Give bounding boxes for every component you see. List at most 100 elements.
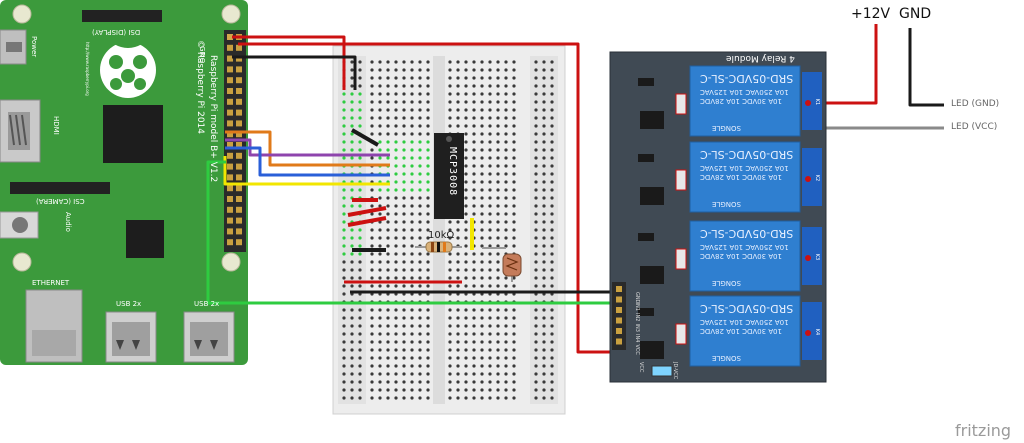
breadboard-hole [496, 356, 500, 360]
breadboard-hole [456, 388, 460, 392]
breadboard-hole [542, 372, 546, 376]
gpio-pin [227, 66, 233, 73]
breadboard-hole [480, 372, 484, 376]
pi-usb-label-1: USB 2x [116, 300, 142, 308]
breadboard-hole [350, 340, 354, 344]
breadboard-hole [488, 380, 492, 384]
breadboard-hole [402, 348, 406, 352]
breadboard-hole [370, 364, 374, 368]
breadboard-hole [358, 324, 362, 328]
breadboard-hole [456, 340, 460, 344]
breadboard-hole [550, 132, 554, 136]
breadboard-hole [350, 364, 354, 368]
breadboard-hole [378, 260, 382, 264]
breadboard-hole [488, 124, 492, 128]
pi-hdmi-label: HDMI [52, 116, 60, 135]
smd-component [638, 308, 654, 316]
breadboard-hole [402, 68, 406, 72]
breadboard-hole [512, 204, 516, 208]
breadboard-hole [350, 380, 354, 384]
breadboard-hole [464, 244, 468, 248]
lan-chip [126, 220, 164, 258]
breadboard-hole [386, 244, 390, 248]
breadboard-hole [504, 396, 508, 400]
breadboard-hole [464, 276, 468, 280]
breadboard-hole [512, 348, 516, 352]
gpio-pin [236, 66, 242, 73]
breadboard-hole [534, 316, 538, 320]
breadboard-hole [370, 156, 374, 160]
relay-pin-label: IN1 [634, 303, 640, 311]
breadboard-hole [378, 380, 382, 384]
breadboard-hole [534, 252, 538, 256]
breadboard-hole [480, 204, 484, 208]
breadboard-hole [534, 140, 538, 144]
breadboard-hole [480, 148, 484, 152]
breadboard-hole [472, 308, 476, 312]
breadboard-hole [418, 140, 422, 144]
breadboard-hole [342, 100, 346, 104]
optocoupler [640, 187, 664, 205]
breadboard-hole [426, 156, 430, 160]
breadboard-hole [386, 92, 390, 96]
breadboard-hole [496, 76, 500, 80]
breadboard-hole [410, 68, 414, 72]
breadboard-hole [394, 332, 398, 336]
breadboard-hole [504, 180, 508, 184]
breadboard-hole [456, 228, 460, 232]
breadboard-hole [448, 236, 452, 240]
breadboard-hole [342, 388, 346, 392]
breadboard-hole [550, 204, 554, 208]
breadboard-hole [426, 316, 430, 320]
breadboard-hole [378, 228, 382, 232]
breadboard-hole [378, 68, 382, 72]
breadboard-hole [410, 132, 414, 136]
breadboard-hole [370, 212, 374, 216]
optocoupler [640, 341, 664, 359]
breadboard-hole [358, 76, 362, 80]
relay-pin-gnd [616, 286, 622, 292]
breadboard-hole [464, 156, 468, 160]
breadboard-hole [480, 100, 484, 104]
wire-green-relay-in [206, 160, 614, 305]
relay-rating-2: 10A 30VDC 10A 28VDC [700, 252, 783, 260]
breadboard-hole [342, 140, 346, 144]
breadboard-hole [386, 340, 390, 344]
breadboard-hole [512, 228, 516, 232]
breadboard-hole [402, 340, 406, 344]
breadboard-hole [542, 324, 546, 328]
breadboard-hole [426, 220, 430, 224]
breadboard-hole [472, 148, 476, 152]
breadboard-hole [534, 196, 538, 200]
breadboard-hole [378, 140, 382, 144]
breadboard-hole [378, 92, 382, 96]
breadboard-hole [418, 316, 422, 320]
breadboard-hole [358, 340, 362, 344]
breadboard-hole [512, 188, 516, 192]
breadboard-hole [448, 220, 452, 224]
breadboard-hole [350, 228, 354, 232]
breadboard-hole [512, 60, 516, 64]
fritzing-watermark: fritzing [955, 421, 1012, 440]
breadboard-hole [342, 156, 346, 160]
relay-model-label: SRD-05VDC-SL-C [700, 302, 794, 315]
breadboard-hole [418, 156, 422, 160]
breadboard-hole [448, 348, 452, 352]
breadboard-hole [480, 116, 484, 120]
breadboard-hole [386, 156, 390, 160]
gpio-pin [236, 239, 242, 246]
breadboard-hole [496, 348, 500, 352]
optocoupler [640, 111, 664, 129]
breadboard-hole [410, 388, 414, 392]
breadboard-hole [464, 196, 468, 200]
breadboard-hole [426, 308, 430, 312]
breadboard-hole [394, 108, 398, 112]
breadboard-hole [402, 276, 406, 280]
breadboard-hole [426, 396, 430, 400]
breadboard-hole [386, 220, 390, 224]
breadboard-hole [464, 308, 468, 312]
breadboard-hole [378, 372, 382, 376]
breadboard-hole [496, 276, 500, 280]
breadboard-hole [488, 332, 492, 336]
